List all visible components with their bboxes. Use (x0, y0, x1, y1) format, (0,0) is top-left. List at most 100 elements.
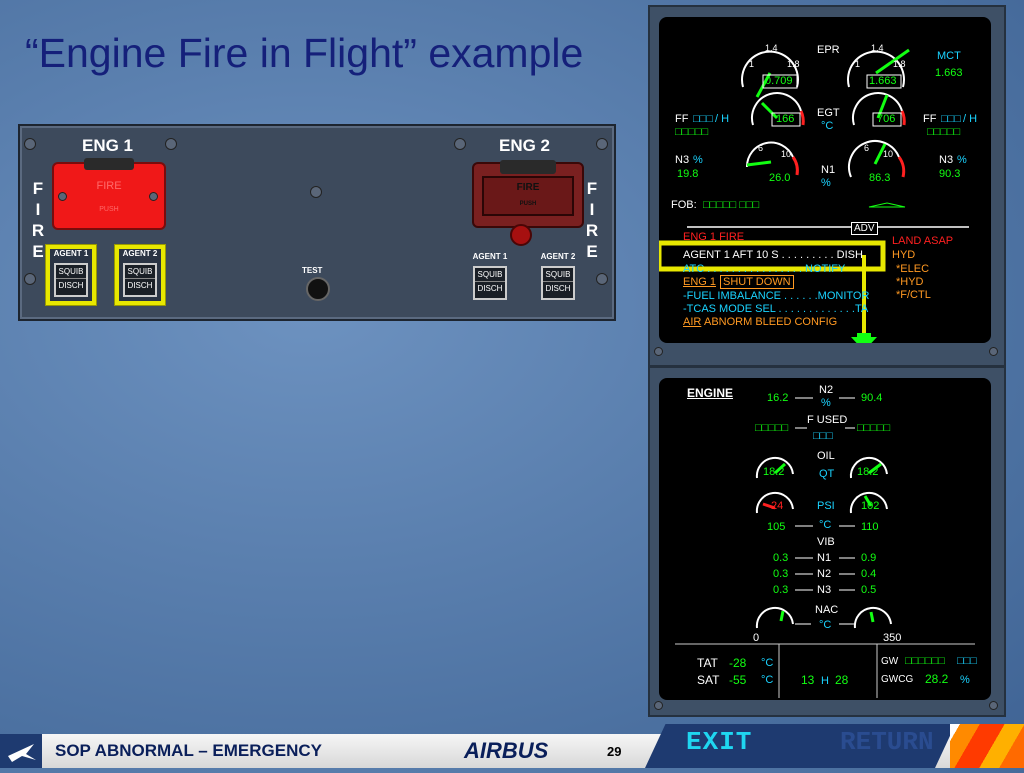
oil-temp-left: 105 (767, 521, 786, 533)
atc-line-hidden: ATC . . . . . . . . . . . . . . . . NOTI… (683, 263, 846, 275)
exit-button[interactable]: EXIT (686, 727, 753, 757)
nac-label: NAC (815, 604, 839, 616)
test-label: TEST (302, 266, 323, 275)
eng1-agent2-squib-button[interactable]: SQUIB DISCH (123, 263, 157, 297)
sd-frame: ENGINE N2 % 16.2 90.4 F USED □□□□□ □□□ □… (648, 366, 1006, 717)
n1-r-tick-6: 6 (864, 143, 870, 153)
sat-label: SAT (697, 673, 720, 687)
push-text: PUSH (99, 206, 119, 213)
tat-value: -28 (729, 656, 747, 670)
egt-right-value: 706 (877, 113, 896, 125)
return-button[interactable]: RETURN (840, 727, 934, 757)
n3-left-unit: % (693, 154, 703, 166)
hyd-status-2: *HYD (896, 276, 924, 288)
mct-value: 1.663 (935, 67, 963, 79)
ff-left-label: FF (675, 113, 689, 125)
slide-title: “Engine Fire in Flight” example (25, 30, 584, 76)
gw-unit: □□□ (957, 655, 977, 667)
vib-n3-right: 0.5 (861, 584, 877, 596)
guard-latch (510, 224, 532, 246)
ff-left-unit: / H (715, 113, 730, 125)
screw-icon (989, 347, 998, 356)
airbus-wordmark: AIRBUS (464, 738, 549, 763)
time-minutes: 28 (835, 673, 849, 687)
n3-right-label: N3 (939, 154, 954, 166)
eng2-agent2-squib-button[interactable]: SQUIB DISCH (541, 266, 575, 300)
n2-label: N2 (819, 384, 834, 396)
disch-label: DISCH (477, 284, 503, 293)
airbus-logo-icon (0, 734, 42, 768)
push-text: PUSH (519, 201, 537, 207)
screw-icon (989, 701, 998, 710)
psi-right-value: 102 (861, 500, 880, 512)
warning-line-hidden: ENG 1 FIRE (683, 231, 745, 243)
psi-left-value: 24 (771, 500, 784, 512)
ff-right-box: □□□ (941, 113, 961, 125)
fire-letter: E (586, 242, 598, 261)
qt-right-value: 18.2 (857, 466, 879, 478)
screw-icon (24, 138, 36, 150)
eng1-label: ENG 1 (82, 136, 134, 155)
fire-letter: E (32, 242, 44, 261)
fire-text: FIRE (516, 182, 540, 193)
engine-page-title: ENGINE (687, 386, 734, 400)
n3-right-value: 90.3 (939, 168, 961, 180)
test-button[interactable] (306, 277, 330, 301)
sat-unit: °C (761, 674, 774, 686)
fire-letter: R (31, 221, 45, 240)
egt-label: EGT (817, 107, 840, 119)
screw-icon (654, 701, 663, 710)
guard-hinge (500, 160, 556, 174)
ff-left-value: □□□□□ (675, 126, 709, 138)
n2-unit: % (821, 397, 831, 409)
nac-min: 0 (753, 632, 760, 644)
f-used-label: F USED (807, 414, 848, 426)
guard-hinge (84, 158, 134, 170)
shut-down-box: SHUT DOWN (720, 275, 794, 289)
tcas-line: -TCAS MODE SEL . . . . . . . . . . . . .… (683, 303, 869, 315)
disch-label: DISCH (58, 281, 84, 290)
fuel-imbalance-line: -FUEL IMBALANCE . . . . . .MONITOR (683, 290, 870, 302)
eng2-agent1-label: AGENT 1 (472, 252, 508, 261)
vib-n1-left: 0.3 (773, 552, 789, 564)
epr-r-tick-14: 1.4 (871, 43, 884, 53)
screw-icon (654, 347, 663, 356)
vib-n3-label: N3 (817, 584, 832, 596)
gwcg-label: GWCG (881, 674, 914, 685)
oil-temp-right: 110 (861, 521, 879, 533)
fire-panel: ENG 1 ENG 2 F I R E F I R E FIRE PUSH FI… (18, 124, 616, 321)
qt-unit: QT (819, 468, 835, 480)
epr-r-tick-18: 1.8 (893, 59, 906, 69)
gw-value: □□□□□□ (905, 655, 945, 667)
n1-l-tick-10: 10 (781, 149, 792, 159)
vib-n3-left: 0.3 (773, 584, 789, 596)
squib-label: SQUIB (56, 265, 86, 279)
vib-label: VIB (817, 536, 835, 548)
nac-max: 350 (883, 632, 902, 644)
n1-left-value: 26.0 (769, 172, 791, 184)
n3-left-label: N3 (675, 154, 690, 166)
ff-left-box: □□□ (693, 113, 713, 125)
fire-letter: I (35, 200, 41, 219)
eng1-fire-pushbutton[interactable]: FIRE PUSH (52, 158, 166, 230)
elec-status: *ELEC (896, 263, 930, 275)
fire-lens (482, 176, 574, 216)
fire-letter: F (586, 179, 598, 198)
abnorm-bleed-line: ABNORM BLEED CONFIG (704, 316, 838, 328)
decorative-stripes (950, 724, 1024, 768)
fire-letters-right: F I R E (585, 178, 599, 262)
eng1-agent1-squib-button[interactable]: SQUIB DISCH (54, 263, 88, 297)
gwcg-unit: % (960, 674, 970, 686)
fire-text: FIRE (96, 180, 122, 192)
ff-right-value: □□□□□ (927, 126, 961, 138)
time-h-unit: H (821, 675, 829, 687)
epr-left-value: 0.709 (765, 75, 793, 87)
n1-l-tick-6: 6 (758, 143, 764, 153)
fire-letter: I (589, 200, 595, 219)
eng2-fire-pushbutton[interactable]: FIRE PUSH (472, 160, 584, 228)
eng2-agent2-label: AGENT 2 (540, 252, 576, 261)
footer-section-title: SOP ABNORMAL – EMERGENCY (55, 741, 323, 760)
fob-value: □□□□□ □□□ (703, 199, 760, 211)
engine-warning-display: 1.4 1.8 1 1.4 1.8 1 6 10 6 10 EPR 0.709 … (659, 17, 991, 343)
eng2-agent1-squib-button[interactable]: SQUIB DISCH (473, 266, 507, 300)
